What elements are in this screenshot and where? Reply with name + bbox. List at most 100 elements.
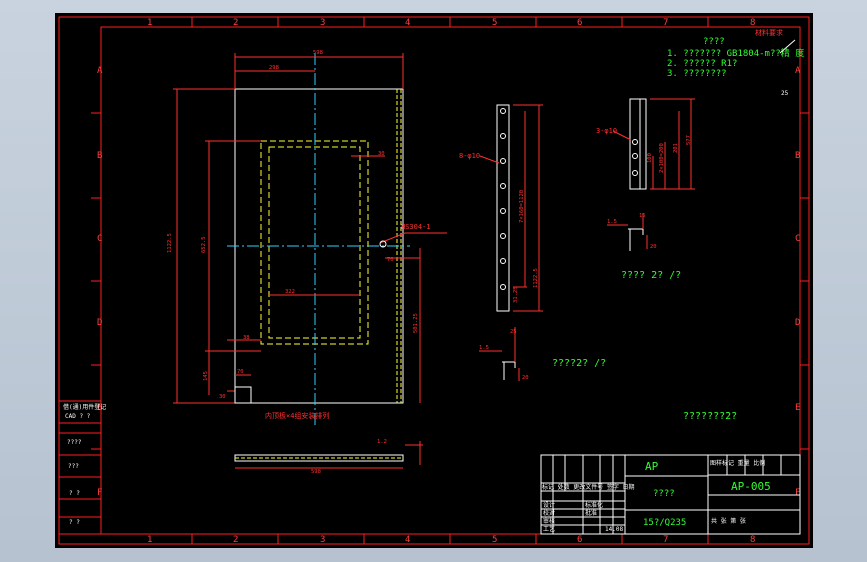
row-label-d: D xyxy=(97,318,102,328)
row-label-a: A xyxy=(97,66,103,76)
small-dim-pitch: 2×100=200 xyxy=(659,143,665,173)
col-label-3b: 3 xyxy=(320,535,325,545)
row-label-e-r: E xyxy=(795,403,800,413)
col-label-5: 5 xyxy=(492,18,497,28)
tb-audit: 审核 xyxy=(543,517,555,525)
strip-cell-6: ? ? xyxy=(69,519,80,526)
col-label-1: 1 xyxy=(147,18,152,28)
col-label-7b: 7 xyxy=(663,535,668,545)
small-dim-total: 201 xyxy=(673,143,679,153)
dim-top-outer: 598 xyxy=(313,50,323,56)
row-label-e: E xyxy=(97,403,102,413)
dim-left-bottom: 145 xyxy=(203,371,209,381)
tb-design: 设计 xyxy=(543,501,555,509)
drawing-svg: 1 2 3 4 5 6 7 8 1 2 3 4 5 6 7 8 A B C D xyxy=(58,16,810,545)
row-label-d-r: D xyxy=(795,318,800,328)
strip-cell-1: 借(通)用件登记 xyxy=(63,403,106,411)
tb-name: ???? xyxy=(653,489,675,499)
row-label-a-r: A xyxy=(795,66,801,76)
tb-scale-row: 图样标记 重量 比例 xyxy=(710,459,765,467)
tb-drawing-no: AP-005 xyxy=(731,480,771,493)
dim-top-inner: 298 xyxy=(269,65,279,71)
bottom-dim-len: 598 xyxy=(311,469,321,475)
side-dim-end: 31.25 xyxy=(513,286,519,303)
notes-header: ???? xyxy=(703,37,725,47)
col-label-2: 2 xyxy=(233,18,238,28)
section-views[interactable]: 1.5 15 20 1.5 25 20 ???? 2? /? ????2? /?… xyxy=(479,213,737,422)
small-hole-label: 3-φ10 xyxy=(596,127,617,135)
col-label-3: 3 xyxy=(320,18,325,28)
col-label-7: 7 xyxy=(663,18,668,28)
dim-side-offset: 501.25 xyxy=(413,313,419,333)
notes-scale-num: 25 xyxy=(781,90,789,97)
row-label-b: B xyxy=(97,151,102,161)
strip-cell-5: ? ? xyxy=(69,490,80,497)
tb-std: 标准化 xyxy=(585,501,603,509)
tb-material: 15?/Q235 xyxy=(643,518,686,528)
section-label-1: ???? 2? /? xyxy=(621,270,681,281)
col-label-6b: 6 xyxy=(577,535,582,545)
drawing-canvas[interactable]: 1 2 3 4 5 6 7 8 1 2 3 4 5 6 7 8 A B C D xyxy=(55,13,813,548)
dim-bottom-inner: 322 xyxy=(285,289,295,295)
dim-left-mid: 38 xyxy=(243,335,250,341)
tb-craft: 工艺 xyxy=(543,525,555,533)
zone-labels: 1 2 3 4 5 6 7 8 1 2 3 4 5 6 7 8 A B C D xyxy=(97,18,801,545)
hs-hole xyxy=(379,240,387,248)
strip-cell-3: ???? xyxy=(67,439,82,446)
sec2-dim-b: 25 xyxy=(510,329,517,335)
small-dim-a: 100 xyxy=(647,153,653,163)
tb-check: 校对 xyxy=(543,509,555,517)
side-hole-label: 8-φ10 xyxy=(459,152,480,160)
row-label-c-r: C xyxy=(795,234,800,244)
tech-notes: ???? 1. ??????? GB1804-m??精 度 2. ?????? … xyxy=(667,28,804,97)
col-label-6: 6 xyxy=(577,18,582,28)
col-label-4b: 4 xyxy=(405,535,410,545)
col-label-1b: 1 xyxy=(147,535,152,545)
small-bar-view[interactable]: 3-φ10 2×100=200 201 100 577 xyxy=(596,98,695,190)
col-label-2b: 2 xyxy=(233,535,238,545)
bottom-dim-thk: 1.2 xyxy=(377,439,387,445)
label-cut: 内顶板×4组安装排列 xyxy=(265,411,329,420)
row-label-f: F xyxy=(97,488,102,498)
col-label-4: 4 xyxy=(405,18,410,28)
side-bar-view[interactable]: 8-φ10 7×160=1120 1122.5 31.25 xyxy=(459,104,543,312)
side-dim-total: 1122.5 xyxy=(533,268,539,288)
left-strip: 借(通)用件登记 CAD ? ? ???? ??? ? ? ? ? xyxy=(58,400,106,535)
bottom-view[interactable]: 598 1.2 xyxy=(234,439,423,475)
col-label-8b: 8 xyxy=(750,535,755,545)
row-label-c: C xyxy=(97,234,102,244)
main-view[interactable]: 598 298 1122.5 652.5 322 30 501.25 70 14… xyxy=(167,50,447,425)
sec1-dim-c: 20 xyxy=(650,244,657,250)
sheet-border xyxy=(58,16,810,545)
dim-foot-1: 70 xyxy=(237,369,244,375)
sec2-dim-c: 20 xyxy=(522,375,529,381)
dim-small-1: 70 xyxy=(387,257,394,263)
tb-code: AP xyxy=(645,460,659,473)
dim-foot-2: 30 xyxy=(219,394,226,400)
row-label-b-r: B xyxy=(795,151,800,161)
tb-approve: 批准 xyxy=(585,509,597,517)
dim-right-small: 30 xyxy=(378,151,385,157)
dim-left-outer: 1122.5 xyxy=(167,233,173,253)
zone-ticks xyxy=(91,17,809,544)
row-label-f-r: F xyxy=(795,488,800,498)
side-dim-pitch: 7×160=1120 xyxy=(519,190,525,223)
tb-date: 14.08 xyxy=(605,526,623,533)
tb-sheet-row: 共 张 第 张 xyxy=(711,517,746,525)
sec2-dim-a: 1.5 xyxy=(479,345,489,351)
notes-line-1: 1. ??????? GB1804-m??精 度 xyxy=(667,47,804,59)
section-label-3: ???????2? xyxy=(683,411,737,422)
notes-stamp: 材料要求 xyxy=(755,28,783,37)
strip-cell-4: ??? xyxy=(68,463,79,470)
label-hs: HS304-1 xyxy=(401,223,431,231)
title-block[interactable]: 标记 处数 更改文件号 签字 日期 设计 校对 审核 工艺 标准化 批准 14.… xyxy=(540,454,801,535)
dim-left-inner: 652.5 xyxy=(201,236,207,253)
inner-frame xyxy=(100,26,801,535)
sec1-dim-b: 15 xyxy=(639,213,646,219)
section-label-2: ????2? /? xyxy=(552,358,606,369)
small-dim-b: 577 xyxy=(686,135,692,145)
sec1-dim-a: 1.5 xyxy=(607,219,617,225)
col-label-5b: 5 xyxy=(492,535,497,545)
tb-rev-cols: 标记 处数 更改文件号 签字 日期 xyxy=(542,483,634,491)
